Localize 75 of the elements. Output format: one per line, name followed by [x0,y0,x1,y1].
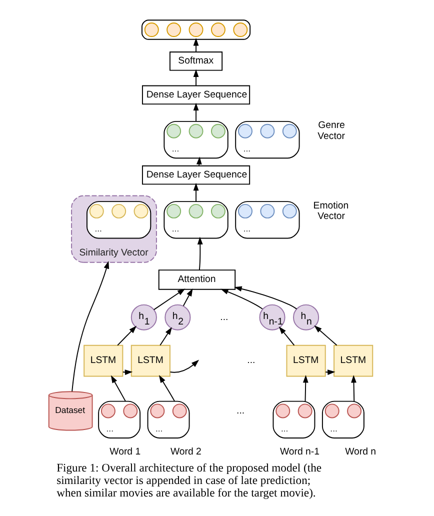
node-circle [111,204,126,218]
cluster: ... [234,201,300,239]
node-circle [166,204,181,218]
node-label: Word n-1 [279,446,319,458]
node-circle [210,22,225,37]
arrow [182,288,192,306]
node-circle [100,404,115,418]
arrow [192,182,198,202]
node-circle [324,404,339,418]
node-circle [133,204,148,218]
arrow [234,286,297,310]
arrow [71,260,109,392]
arrow [159,327,172,346]
node-circle [238,124,252,138]
node-box: Attention [158,270,236,290]
node-box: LSTM [286,344,326,377]
node-circle [232,22,248,37]
node-circle [122,404,138,418]
cluster: ... [163,201,228,239]
node-circle [210,124,225,138]
arrow [350,374,356,402]
node-box: LSTM [333,344,373,377]
cluster: ... [234,120,300,159]
arrow [196,236,202,271]
arrow [192,102,198,122]
arrow [278,326,294,346]
cluster [141,20,250,40]
caption: Figure 1: Overall architecture of the proposed model (the similarity vector is appended in case of late prediction; when similar movies are available for the target movie). [56,461,321,500]
node-box: LSTM [83,344,123,377]
cluster: ... [272,400,315,438]
arrow [220,288,262,310]
node-circle [88,204,104,218]
node-circle [172,404,186,418]
node-circle [166,124,181,138]
node-label: Word 1 [109,446,140,458]
node-circle [238,204,252,218]
node-circle [150,404,164,418]
cluster: ... [321,400,364,438]
arrow [152,288,185,310]
cluster: ... [146,400,190,438]
node-circle [188,124,203,138]
cluster: ... [86,201,151,239]
node-circle [260,124,274,138]
label: ... [236,405,244,416]
arrow [116,326,136,346]
node-circle [210,204,225,218]
arrow [110,375,126,402]
node-circle [346,404,362,418]
arrow [169,360,199,373]
node-label: Word n [344,446,376,458]
cluster: ... [163,120,228,159]
node-label: Genre Vector [317,120,344,142]
node-circle [188,22,203,37]
node-box: Softmax [168,51,222,71]
label: ... [246,355,255,366]
arrow [192,38,198,52]
arrow [302,374,308,402]
node-label: Word 2 [170,446,201,458]
node-circle [297,404,312,418]
node-circle [144,22,158,37]
label: ... [220,312,228,323]
node-circle [282,124,296,138]
arrow [314,325,337,346]
arrow [158,375,175,402]
arrow [192,69,198,86]
node-box: Dense Layer Sequence [141,85,250,105]
node-label: Emotion Vector [312,200,348,222]
node-circle [166,22,181,37]
node-circle [282,204,296,218]
node-circle [188,204,203,218]
node-circle [275,404,290,418]
node-box: LSTM [130,344,170,377]
node-box: Dense Layer Sequence [141,165,250,185]
node-circle [260,204,274,218]
cluster: ... [98,400,140,438]
